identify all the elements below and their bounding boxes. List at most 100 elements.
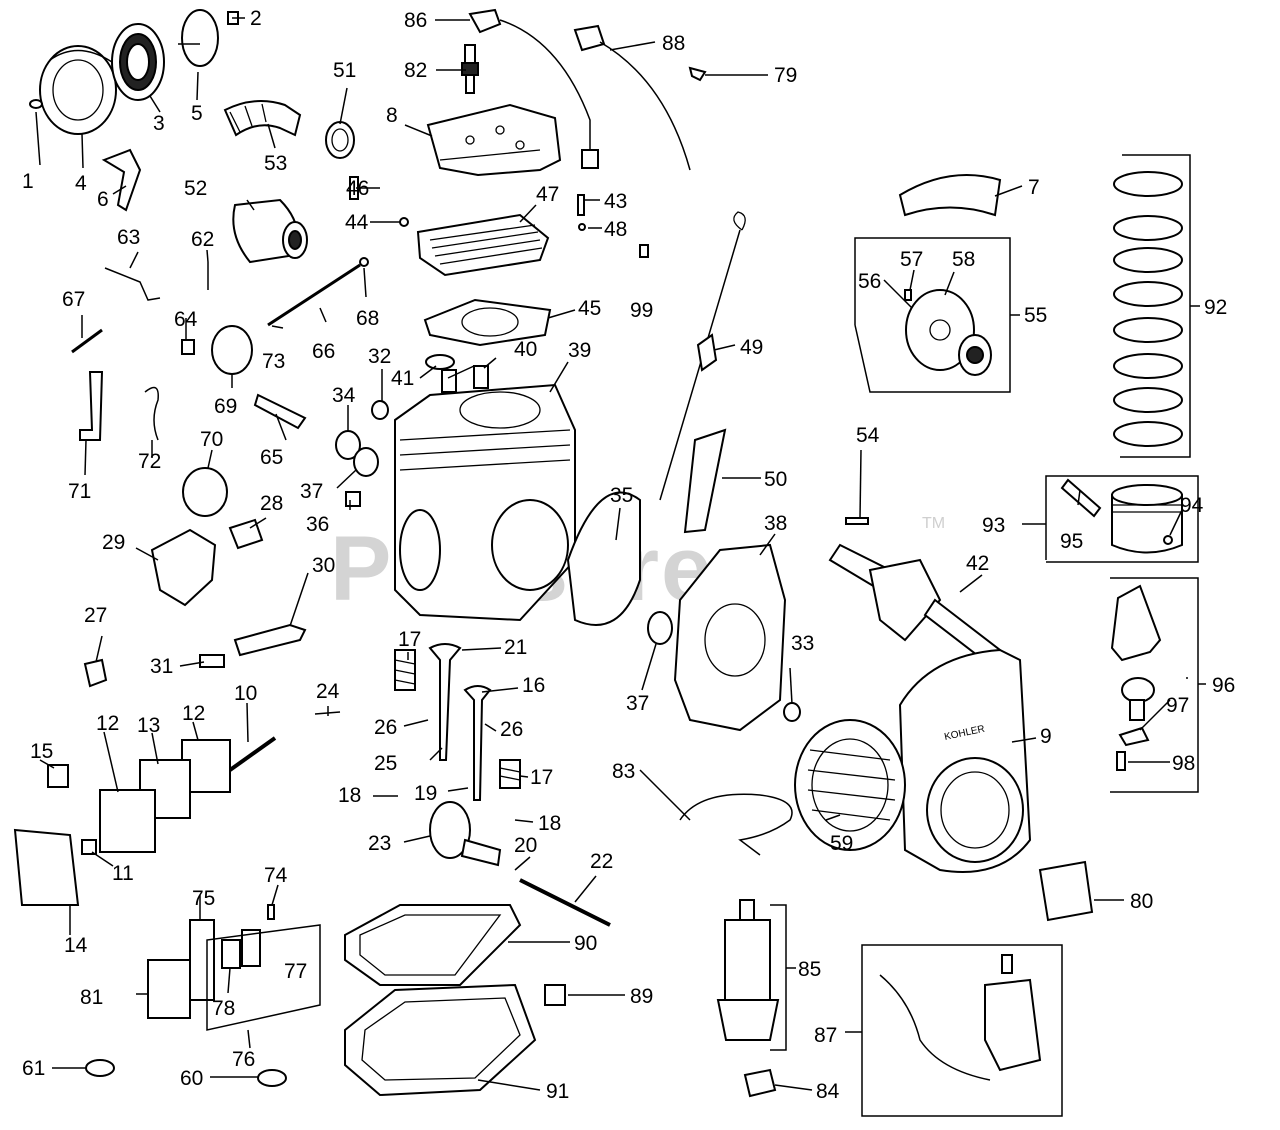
screw-43 <box>577 194 585 216</box>
callout-35: 35 <box>610 484 633 507</box>
seal-32 <box>371 400 389 420</box>
plate-80 <box>1038 860 1094 922</box>
callout-67: 67 <box>62 288 85 311</box>
callout-39: 39 <box>568 339 591 362</box>
callout-18a: 18 <box>338 784 361 807</box>
spark-plug-82 <box>461 44 479 94</box>
link-30 <box>233 623 307 657</box>
callout-15: 15 <box>30 740 53 763</box>
callout-2: 2 <box>250 7 262 30</box>
bracket-71 <box>79 371 104 441</box>
callout-28: 28 <box>260 492 283 515</box>
oil-pan-gasket-90 <box>344 904 522 986</box>
gasket-12a <box>99 789 156 853</box>
callout-46: 46 <box>346 177 369 200</box>
spring-72 <box>144 386 159 441</box>
watermark-trademark: TM <box>922 515 945 532</box>
dipstick-49 <box>659 229 741 501</box>
callout-78: 78 <box>212 997 235 1020</box>
callout-92: 92 <box>1204 296 1227 319</box>
spark-lead-86 <box>468 8 502 34</box>
callout-77: 77 <box>284 960 307 983</box>
callout-58: 58 <box>952 248 975 271</box>
lever-65 <box>253 393 307 430</box>
callout-8: 8 <box>386 104 398 127</box>
muffler-52 <box>232 198 308 264</box>
callout-62: 62 <box>191 228 214 251</box>
gasket-75 <box>189 919 215 1001</box>
shroud-7 <box>898 174 1002 217</box>
gasket-35 <box>566 491 641 626</box>
gasket-28 <box>228 518 264 550</box>
callout-79: 79 <box>774 64 797 87</box>
callout-23: 23 <box>368 832 391 855</box>
callout-72: 72 <box>138 450 161 473</box>
callout-32: 32 <box>368 345 391 368</box>
callout-7: 7 <box>1028 176 1040 199</box>
callout-25: 25 <box>374 752 397 775</box>
plate-69 <box>211 325 253 375</box>
connecting-rod-96 <box>1110 584 1162 771</box>
washer-44 <box>399 217 409 227</box>
callout-4: 4 <box>75 172 87 195</box>
callout-71: 71 <box>68 480 91 503</box>
piston-93 <box>1060 478 1183 554</box>
group-55-parts <box>904 289 992 376</box>
callout-10: 10 <box>234 682 257 705</box>
clip-79 <box>688 66 707 82</box>
plug-89 <box>544 984 566 1006</box>
callout-31: 31 <box>150 655 173 678</box>
guide-40b <box>473 365 489 389</box>
cylinder-block-39 <box>394 383 576 622</box>
link-63 <box>104 267 161 301</box>
callout-11: 11 <box>112 862 134 885</box>
callout-14: 14 <box>64 934 88 957</box>
callout-91: 91 <box>546 1080 569 1103</box>
callout-3: 3 <box>153 112 165 135</box>
valve-16 <box>463 685 492 801</box>
flywheel-59 <box>794 719 906 851</box>
blower-housing-9: KOHLER <box>898 648 1032 873</box>
key-54 <box>845 517 869 525</box>
callout-60: 60 <box>180 1067 203 1090</box>
callout-88: 88 <box>662 32 685 55</box>
callout-17a: 17 <box>398 628 421 651</box>
callout-56: 56 <box>858 270 881 293</box>
gasket-15 <box>47 764 69 788</box>
callout-57: 57 <box>900 248 923 271</box>
callout-50: 50 <box>764 468 787 491</box>
callout-75: 75 <box>192 887 215 910</box>
callout-9: 9 <box>1040 725 1052 748</box>
callout-40: 40 <box>514 338 537 361</box>
callout-90: 90 <box>574 932 597 955</box>
callout-49: 49 <box>740 336 763 359</box>
oil-pan-91 <box>344 983 537 1097</box>
callout-13: 13 <box>137 714 160 737</box>
callout-95: 95 <box>1060 530 1083 553</box>
callout-1: 1 <box>22 170 34 193</box>
air-filter-element <box>111 23 165 101</box>
callout-22: 22 <box>590 850 613 873</box>
callout-51: 51 <box>333 59 356 82</box>
callout-36: 36 <box>306 513 329 536</box>
callout-5: 5 <box>191 102 203 125</box>
callout-27: 27 <box>84 604 107 627</box>
callout-47: 47 <box>536 183 559 206</box>
screw-74 <box>267 904 275 920</box>
callout-16: 16 <box>522 674 545 697</box>
callout-41: 41 <box>391 367 414 390</box>
valve-21 <box>428 643 462 761</box>
callout-64: 64 <box>174 308 198 331</box>
callout-66: 66 <box>312 340 335 363</box>
callout-94: 94 <box>1180 494 1204 517</box>
callout-52: 52 <box>184 177 207 200</box>
callout-38: 38 <box>764 512 787 535</box>
callout-48: 48 <box>604 218 627 241</box>
seal-37b <box>647 611 673 645</box>
carburetor-29 <box>150 528 217 607</box>
spring-68 <box>359 257 369 267</box>
shroud-8 <box>426 103 562 177</box>
